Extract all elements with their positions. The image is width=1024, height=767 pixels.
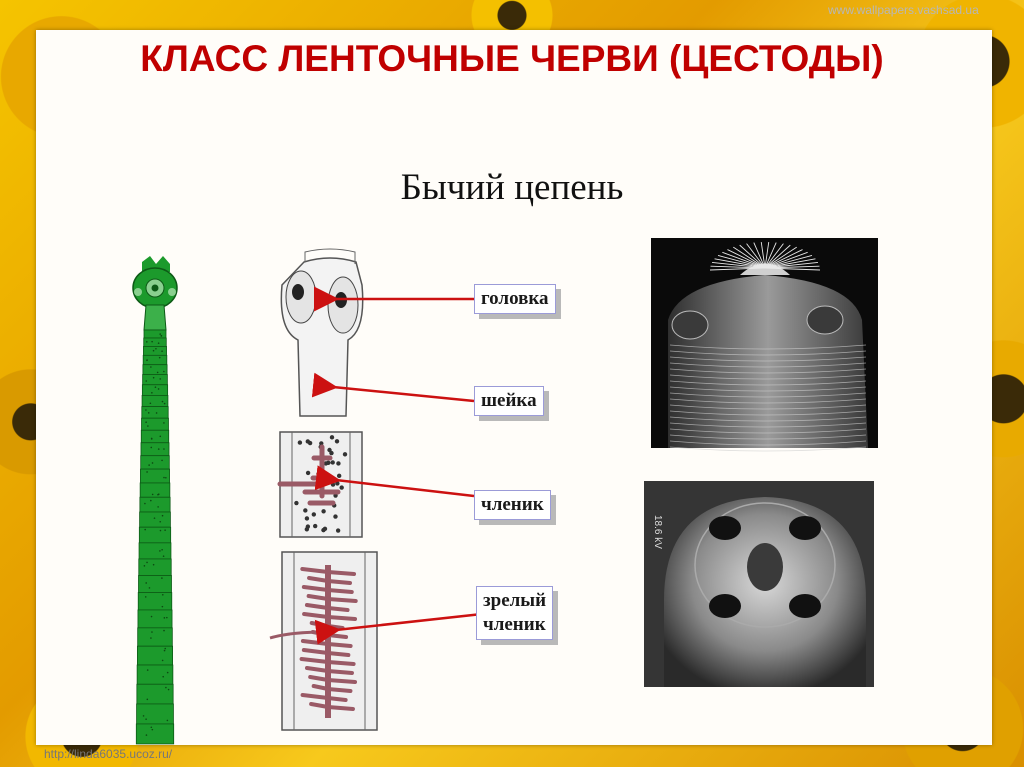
micrograph-scale-text: 18.6 kV bbox=[652, 515, 663, 549]
whole-tapeworm-illustration bbox=[133, 256, 177, 744]
arrow-neck bbox=[333, 387, 474, 401]
label-mature-segment: зрелый членик bbox=[476, 586, 553, 640]
label-head: головка bbox=[474, 284, 556, 314]
label-neck: шейка bbox=[474, 386, 544, 416]
scolex-micrograph-front: 18.6 kV bbox=[644, 481, 874, 687]
watermark-bottom: http://linda6035.ucoz.ru/ bbox=[44, 747, 172, 761]
scolex-diagram bbox=[281, 249, 362, 416]
label-segment: членик bbox=[474, 490, 551, 520]
segment-diagram bbox=[280, 432, 362, 537]
mature-segment-diagram bbox=[270, 552, 377, 730]
label-mature-line1: зрелый bbox=[483, 589, 546, 613]
label-mature-line2: членик bbox=[483, 613, 546, 637]
scolex-micrograph-side bbox=[651, 238, 878, 451]
